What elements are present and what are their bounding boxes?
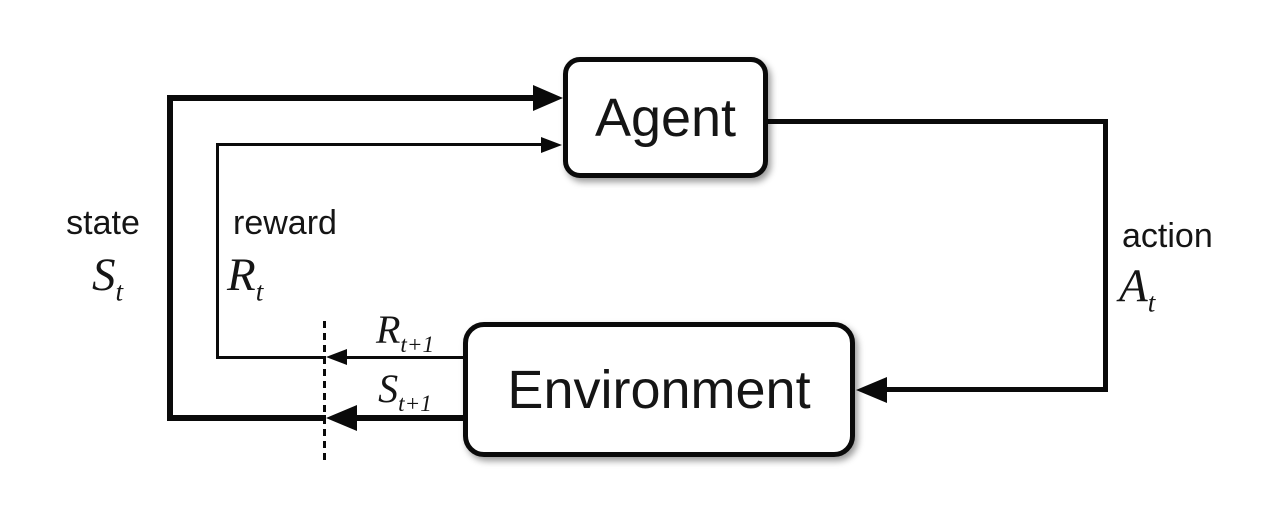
next-state-symbol-main: S bbox=[378, 366, 399, 411]
reward-arrowhead-icon bbox=[541, 137, 562, 153]
action-line-top bbox=[768, 119, 1108, 124]
reward-line-vertical bbox=[216, 143, 219, 359]
next-reward-arrowhead-icon bbox=[326, 349, 347, 365]
reward-word-label: reward bbox=[233, 206, 337, 240]
state-arrowhead-icon bbox=[533, 85, 563, 111]
action-word-label: action bbox=[1122, 219, 1213, 253]
agent-label: Agent bbox=[594, 87, 737, 148]
state-line-top bbox=[167, 95, 533, 101]
environment-box: Environment bbox=[463, 322, 855, 457]
agent-box: Agent bbox=[563, 57, 768, 178]
reward-symbol-main: R bbox=[227, 249, 256, 301]
action-symbol-main: A bbox=[1119, 260, 1148, 312]
next-reward-symbol-label: Rt+1 bbox=[348, 307, 462, 357]
reward-word-text: reward bbox=[233, 204, 337, 242]
action-symbol-sub: t bbox=[1147, 287, 1156, 318]
reward-line-bottom bbox=[216, 356, 326, 359]
state-symbol-main: S bbox=[92, 249, 116, 301]
next-reward-symbol-sub: t+1 bbox=[400, 332, 435, 358]
action-word-text: action bbox=[1122, 217, 1213, 255]
action-arrowhead-icon bbox=[856, 377, 887, 403]
action-symbol-label: At bbox=[1119, 260, 1155, 317]
action-line-bottom bbox=[882, 387, 1108, 392]
reward-symbol-label: Rt bbox=[227, 249, 263, 306]
state-word-text: state bbox=[66, 204, 140, 242]
reward-symbol-sub: t bbox=[255, 276, 264, 307]
next-state-symbol-label: St+1 bbox=[348, 366, 462, 416]
next-reward-symbol-main: R bbox=[375, 307, 401, 352]
next-state-arrowhead-icon bbox=[326, 405, 357, 431]
next-reward-line bbox=[334, 356, 463, 359]
action-line-vertical bbox=[1103, 119, 1108, 392]
state-line-bottom bbox=[167, 415, 326, 421]
state-symbol-sub: t bbox=[115, 276, 124, 307]
next-state-symbol-sub: t+1 bbox=[398, 391, 432, 417]
state-word-label: state bbox=[43, 206, 163, 240]
state-line-vertical bbox=[167, 95, 173, 421]
environment-label: Environment bbox=[507, 359, 811, 420]
state-symbol-label: St bbox=[92, 249, 123, 306]
reward-line-top bbox=[216, 143, 541, 146]
next-state-line bbox=[338, 415, 463, 421]
time-boundary-dashed-line bbox=[323, 321, 326, 461]
